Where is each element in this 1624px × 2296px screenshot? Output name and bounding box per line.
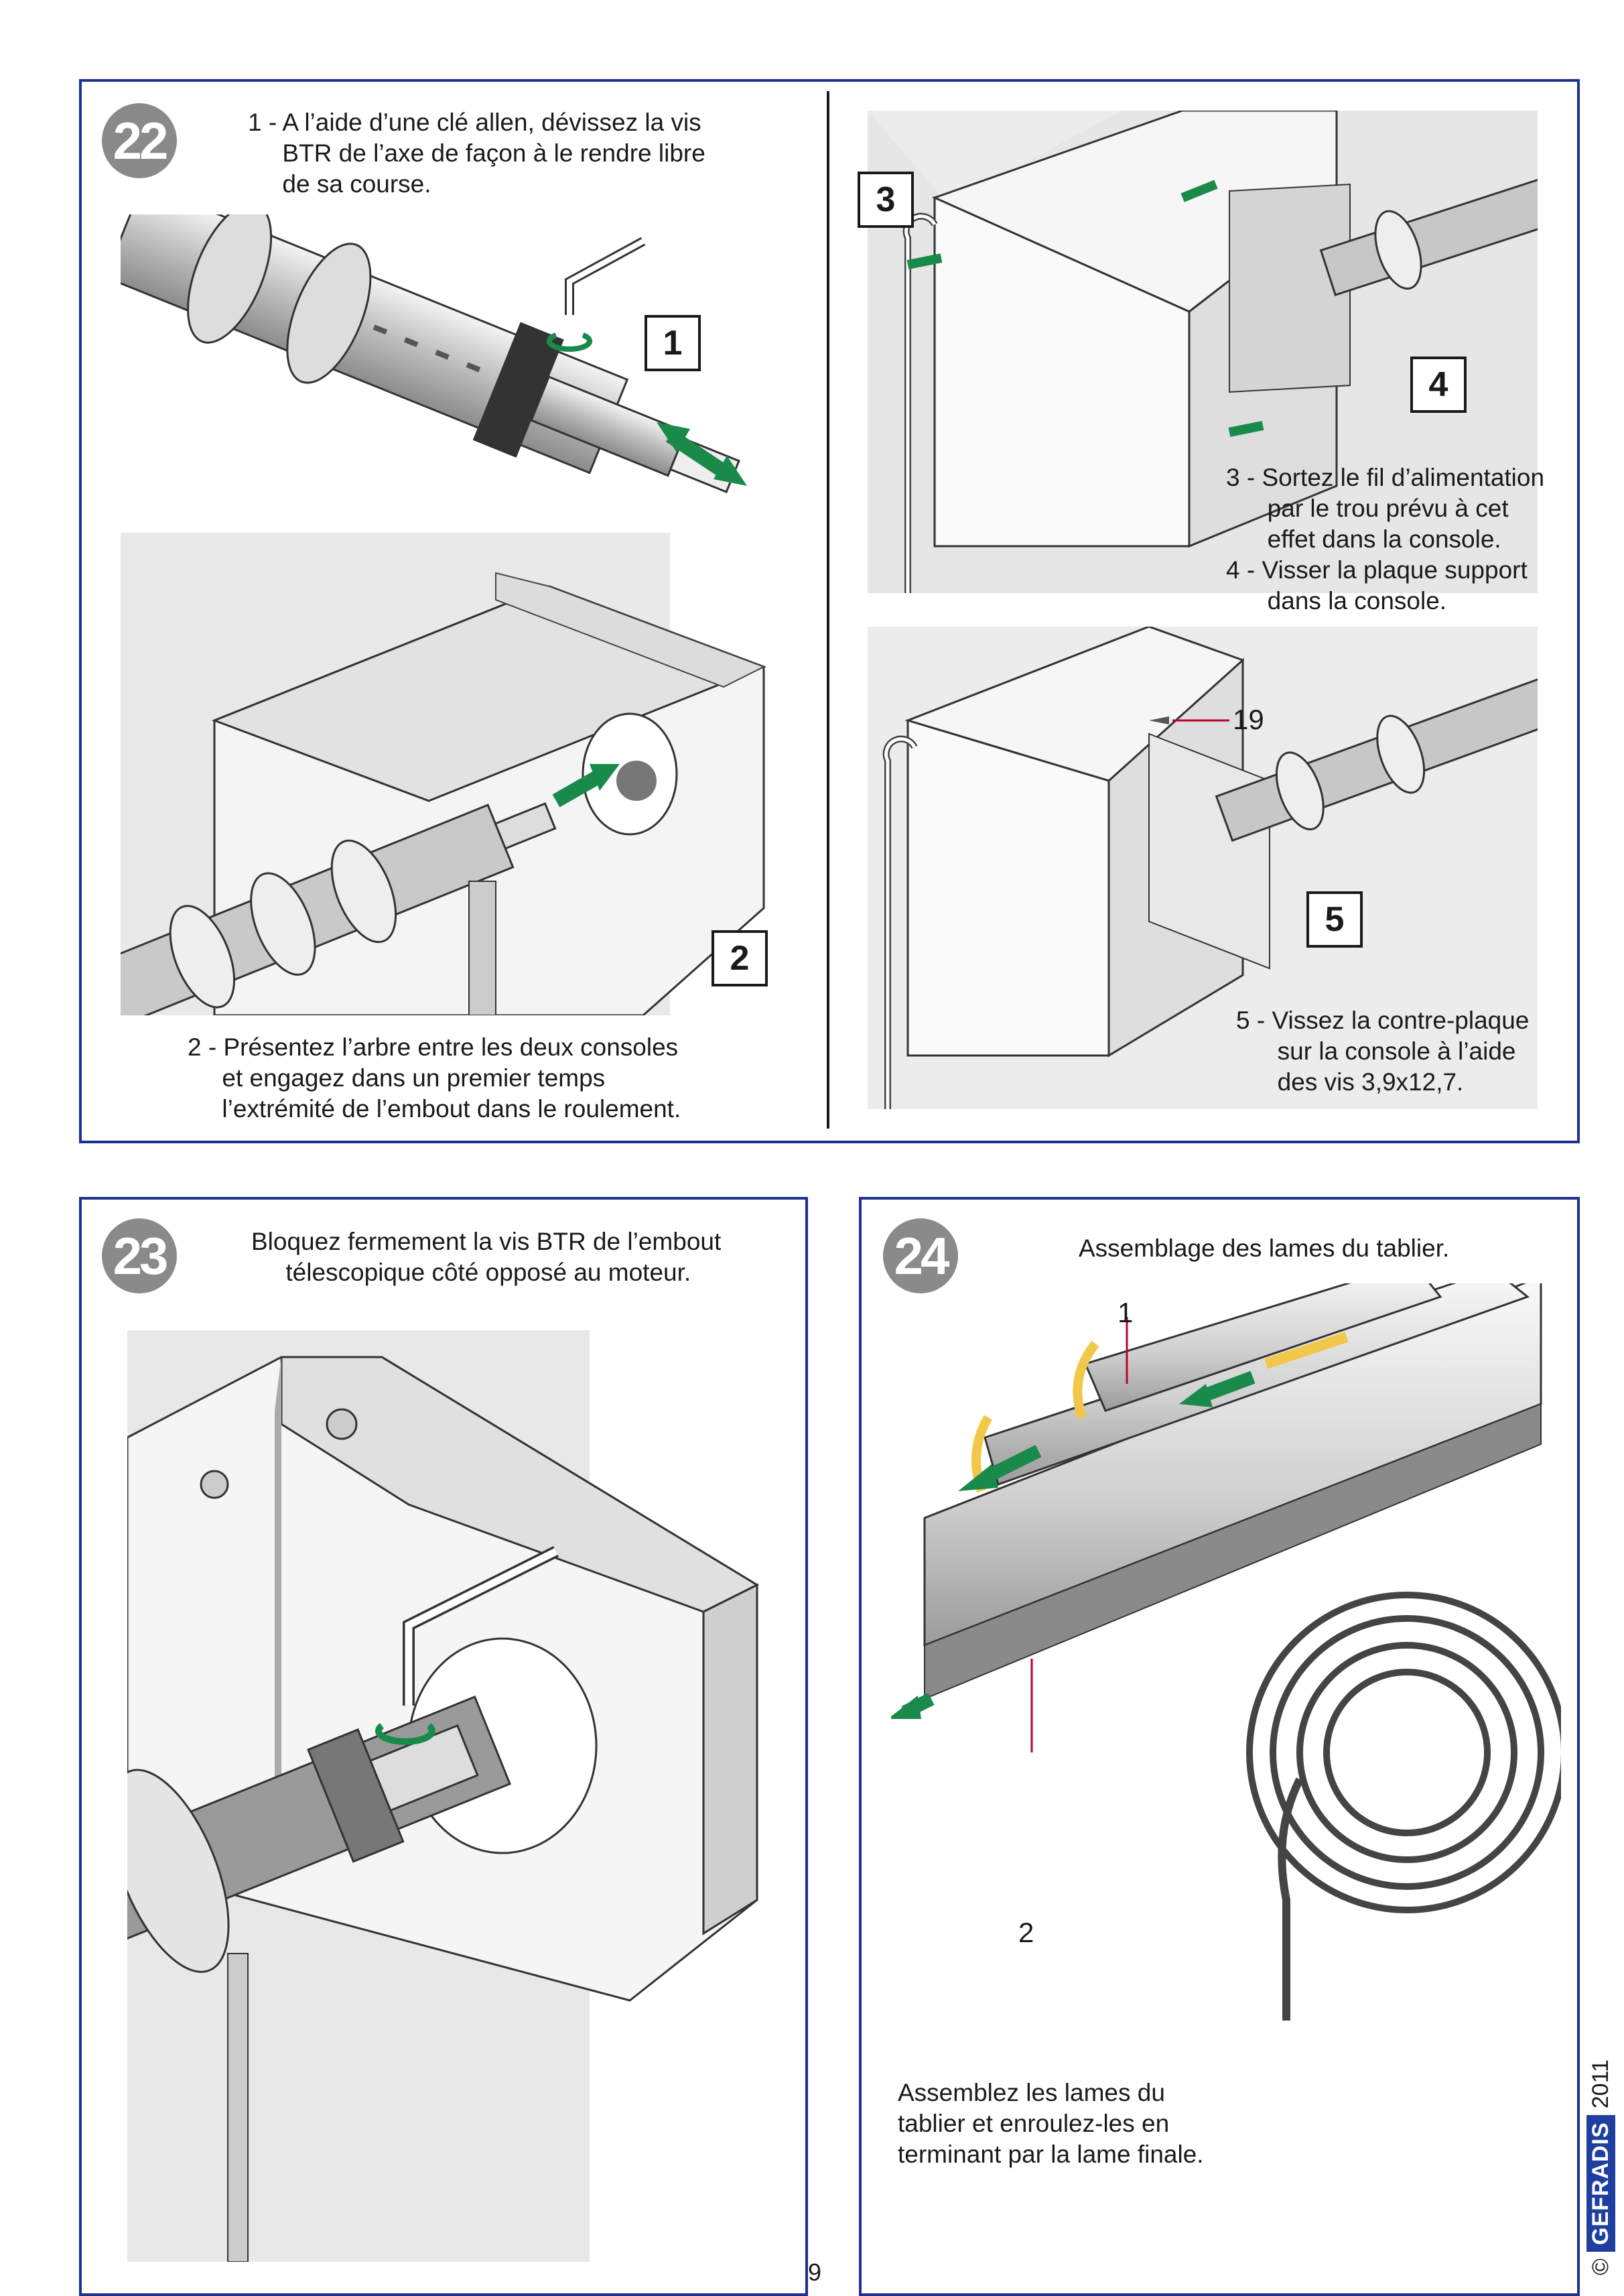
step-24-title: Assemblage des lames du tablier.: [1079, 1234, 1450, 1262]
step-22-instruction-3-4: 3 - Sortez le fil d’alimentation par le …: [1226, 464, 1545, 615]
label-box-2: 2: [712, 930, 768, 986]
callout-slat-1: 1: [1118, 1297, 1134, 1328]
copyright-year: 2011: [1588, 2059, 1613, 2109]
console-shaft-insertion-illustration: [121, 533, 791, 1015]
copyright-symbol: ©: [1588, 2258, 1613, 2275]
copyright-mark: © GEFRADIS 2011: [1586, 2059, 1615, 2275]
step-23-badge: 23: [102, 1218, 177, 1293]
callout-19: 19: [1233, 704, 1264, 735]
brand-logo: GEFRADIS: [1586, 2115, 1615, 2252]
counter-plate-screw-illustration: [868, 627, 1538, 1109]
label-box-3: 3: [858, 172, 914, 228]
callout-slat-2: 2: [1018, 1917, 1034, 1948]
label-box-1: 1: [645, 315, 701, 371]
label-box-5: 5: [1306, 891, 1363, 948]
step-22-divider: [827, 91, 829, 1129]
step-23-instruction: Bloquez fermement la vis BTR de l’embout…: [251, 1228, 722, 1286]
telescopic-end-locking-illustration: [127, 1330, 770, 2262]
step-22-instruction-1: 1 - A l’aide d’une clé allen, dévissez l…: [248, 109, 705, 198]
page-number: 9: [808, 2258, 822, 2286]
step-22-instruction-2: 2 - Présentez l’arbre entre les deux con…: [188, 1033, 681, 1123]
step-22-instruction-5: 5 - Vissez la contre-plaque sur la conso…: [1236, 1007, 1530, 1096]
step-24-instruction: Assemblez les lames du tablier et enroul…: [898, 2079, 1204, 2168]
axle-allen-key-illustration: [121, 214, 791, 536]
step-24-badge: 24: [883, 1218, 958, 1293]
slat-assembly-illustration: [891, 1283, 1561, 2021]
step-22-badge: 22: [102, 103, 177, 178]
label-box-4: 4: [1410, 357, 1467, 413]
power-wire-bracket-illustration: [868, 111, 1538, 593]
